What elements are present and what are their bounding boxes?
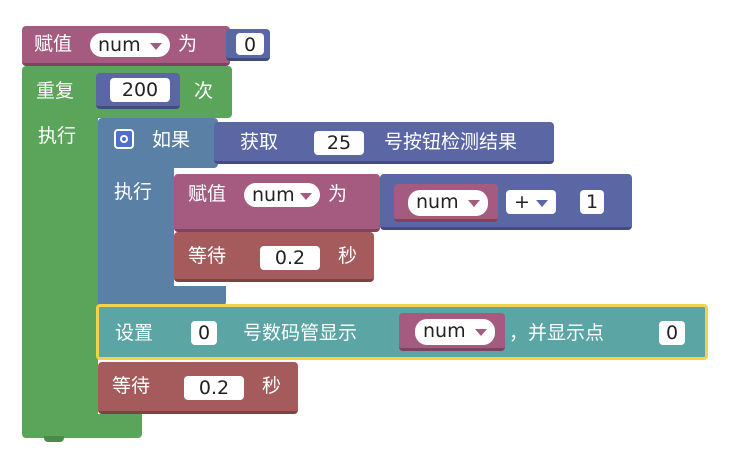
assign-label: 赋值 [188,183,227,205]
wait-seconds-field[interactable]: 0.2 [260,246,320,270]
wait-label: 等待 [112,375,151,397]
math-variable-block[interactable]: num [394,184,498,222]
get-button-result-block[interactable]: 获取 25 号按钮检测结果 [214,122,554,164]
do-label: 执行 [38,125,77,147]
operator-label: + [514,191,530,213]
if-block-bottom [98,286,226,306]
if-block[interactable]: 如果 [98,118,218,168]
chevron-down-icon [468,200,480,207]
gear-icon[interactable] [114,129,134,149]
chevron-down-icon [150,43,162,50]
chevron-down-icon [536,200,548,207]
wait-inner-block[interactable]: 等待 0.2 秒 [174,232,374,282]
digit-index-field[interactable]: 0 [191,321,217,345]
repeat-loop-arm: 执行 [22,114,98,420]
assign-num-zero-block[interactable]: 赋值 num 为 [22,26,230,66]
if-block-arm: 执行 [98,164,174,310]
repeat-loop-bottom [22,414,142,438]
wait-seconds-field[interactable]: 0.2 [184,376,244,400]
show-dot-label: ，并显示点 [509,322,605,344]
variable-dropdown-num[interactable]: num [90,33,170,57]
repeat-count-block[interactable]: 200 [96,73,180,109]
wait-label: 等待 [188,245,227,267]
to-label: 为 [328,183,348,205]
math-variable-dropdown[interactable]: num [408,190,488,216]
math-variable-label: num [416,191,459,213]
times-label: 次 [194,80,214,102]
seconds-label: 秒 [262,375,282,397]
operator-dropdown[interactable]: + [506,190,556,214]
button-result-label: 号按钮检测结果 [384,131,518,153]
wait-outer-block[interactable]: 等待 0.2 秒 [98,362,298,414]
assign-label: 赋值 [34,33,73,55]
set-label: 设置 [115,322,154,344]
seconds-label: 秒 [338,245,358,267]
number-block-zero[interactable]: 0 [226,29,270,61]
variable-dropdown-num[interactable]: num [244,183,320,207]
math-addition-block[interactable]: num + 1 [380,174,632,230]
operand-field[interactable]: 1 [580,190,604,214]
variable-dropdown-label: num [252,184,295,206]
chevron-down-icon [475,329,487,336]
display-variable-label: num [423,320,466,342]
dot-value-field[interactable]: 0 [659,321,685,345]
assign-num-increment-block[interactable]: 赋值 num 为 [174,174,380,232]
variable-dropdown-label: num [98,34,141,56]
get-label: 获取 [240,131,279,153]
display-digit-block[interactable]: 设置 0 号数码管显示 num ，并显示点 0 [96,304,708,360]
chevron-down-icon [300,193,312,200]
number-field[interactable]: 0 [236,33,264,56]
button-pin-field[interactable]: 25 [314,131,364,155]
repeat-label: 重复 [36,80,75,102]
display-label: 号数码管显示 [243,322,358,344]
if-do-label: 执行 [114,181,153,203]
repeat-loop-notch [44,436,64,442]
repeat-count-field[interactable]: 200 [110,78,170,102]
to-label: 为 [178,33,198,55]
if-label: 如果 [152,129,191,151]
display-variable-dropdown[interactable]: num [415,319,495,345]
display-variable-block[interactable]: num [399,313,505,351]
